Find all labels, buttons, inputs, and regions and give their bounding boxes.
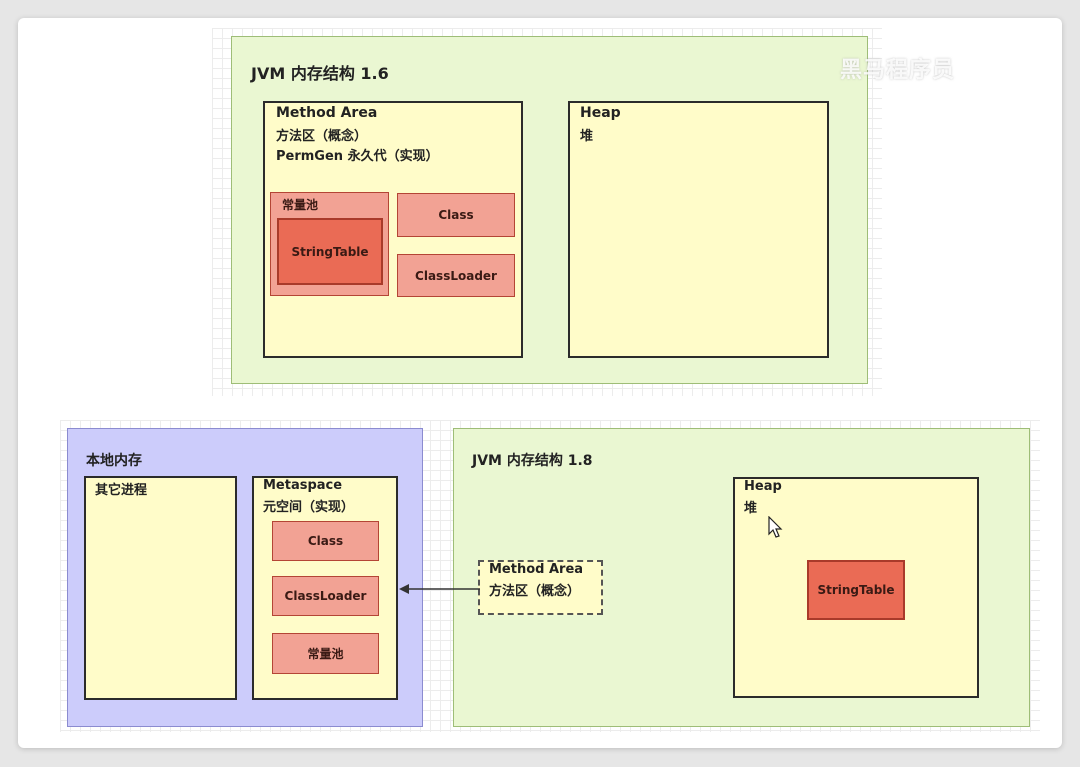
metaspace-class-box: Class (272, 521, 379, 561)
jvm16-heap-label: Heap (580, 105, 621, 121)
metaspace-constant-pool-box: 常量池 (272, 633, 379, 674)
watermark-logo: 黑马程序员 (840, 58, 956, 83)
jvm16-constant-pool-label: 常量池 (282, 198, 319, 212)
other-process-box (84, 476, 237, 700)
mouse-cursor-icon (768, 516, 783, 538)
jvm16-class-box: Class (397, 193, 515, 237)
arrow-method-area-to-metaspace (399, 584, 480, 594)
jvm16-heap-cn: 堆 (580, 129, 594, 144)
jvm18-heap-cn: 堆 (744, 501, 758, 516)
jvm18-heap-label: Heap (744, 479, 782, 494)
jvm16-string-table: StringTable (277, 218, 383, 285)
jvm18-method-area-concept: 方法区（概念） (489, 584, 581, 599)
metaspace-label: Metaspace (263, 478, 343, 493)
jvm16-heap (568, 101, 829, 358)
metaspace-impl: 元空间（实现） (263, 500, 355, 515)
metaspace-classloader-box: ClassLoader (272, 576, 379, 616)
jvm16-title: JVM 内存结构 1.6 (251, 64, 389, 83)
jvm16-method-area-permgen: PermGen 永久代（实现） (276, 149, 439, 164)
jvm18-method-area (478, 560, 603, 615)
jvm18-string-table: StringTable (807, 560, 905, 620)
jvm16-method-area-concept: 方法区（概念） (276, 129, 368, 144)
jvm18-method-area-label: Method Area (489, 562, 584, 577)
jvm16-classloader-box: ClassLoader (397, 254, 515, 297)
jvm18-title: JVM 内存结构 1.8 (472, 453, 593, 469)
native-memory-title: 本地内存 (86, 453, 142, 469)
other-process-label: 其它进程 (95, 483, 148, 498)
jvm16-method-area-label: Method Area (276, 105, 378, 121)
